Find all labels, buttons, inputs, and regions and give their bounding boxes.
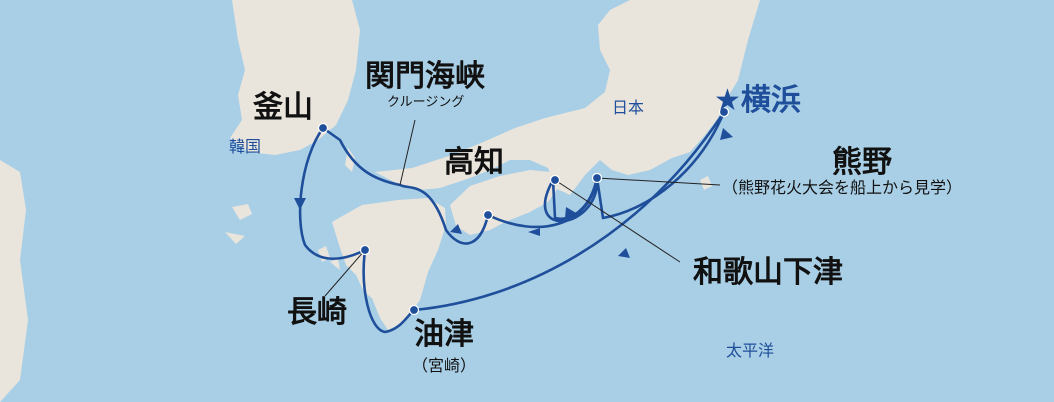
- direction-arrow-icon: [450, 224, 462, 234]
- route-aburatsu-yokohama: [412, 110, 726, 312]
- port-dot-kumano: [591, 172, 603, 184]
- label-korea: 韓国: [229, 137, 262, 156]
- direction-arrow-icon: [720, 128, 733, 140]
- direction-arrow-icon: [565, 207, 578, 218]
- port-dot-kochi: [482, 209, 494, 221]
- shikoku-island: [450, 170, 558, 235]
- route-busan-nagasaki: [298, 126, 367, 260]
- label-kochi: 高知: [444, 145, 504, 180]
- port-dot-aburatsu: [408, 304, 420, 316]
- goto-islands: [330, 258, 340, 270]
- direction-arrow-icon: [528, 228, 540, 236]
- izu-island: [700, 176, 712, 190]
- korea-island: [232, 204, 252, 220]
- route-kochi-kanmon-busan: [321, 126, 490, 245]
- label-wakayama: 和歌山下津: [693, 255, 843, 290]
- label-busan: 釜山: [253, 90, 313, 125]
- label-aburatsu-note: （宮崎）: [412, 356, 477, 375]
- port-dot-wakayama: [549, 174, 561, 186]
- label-aburatsu: 油津: [414, 317, 474, 352]
- leader-line-wakayama: [554, 179, 681, 263]
- port-dot-yokohama: [718, 106, 730, 118]
- direction-arrow-icon: [294, 198, 306, 210]
- port-dot-busan: [317, 122, 329, 134]
- route-nagasaki-aburatsu: [362, 248, 416, 334]
- label-kumano: 熊野: [832, 145, 892, 180]
- route-wakayama-kochi: [486, 176, 599, 229]
- port-dot-nagasaki: [359, 244, 371, 256]
- kyushu-island: [332, 198, 446, 330]
- label-nagasaki: 長崎: [287, 295, 347, 330]
- direction-arrow-icon: [618, 248, 630, 258]
- label-kanmon: 関門海峡: [365, 59, 485, 94]
- label-kanmon-note: クルージング: [387, 95, 465, 110]
- leader-line-nagasaki: [324, 249, 366, 297]
- label-pacific: 太平洋: [726, 341, 775, 360]
- label-japan: 日本: [612, 98, 645, 117]
- honshu-island: [375, 0, 760, 195]
- label-kumano-note: （熊野花火大会を船上から見学）: [722, 178, 963, 197]
- korea-island: [225, 232, 245, 244]
- leader-line-kanmon: [399, 119, 416, 186]
- china-landmass: [0, 160, 28, 402]
- leader-line-kumano: [596, 177, 721, 186]
- korea-landmass: [230, 0, 360, 155]
- label-yokohama: ★横浜: [714, 83, 801, 118]
